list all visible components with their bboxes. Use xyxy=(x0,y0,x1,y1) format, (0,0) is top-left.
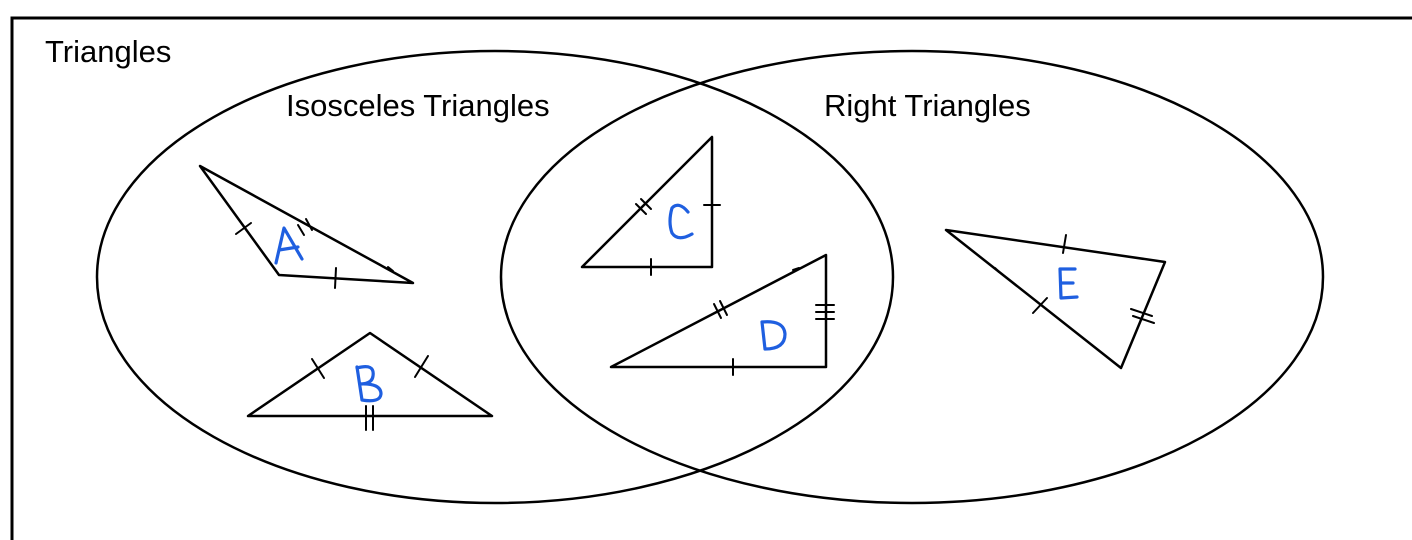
triangle-e-letter xyxy=(1058,267,1079,300)
triangle-d xyxy=(609,253,835,376)
isosceles-set-label: Isosceles Triangles xyxy=(286,88,550,123)
triangle-d-tick xyxy=(792,267,800,271)
triangle-a-tick xyxy=(235,222,252,235)
isosceles-set-ellipse xyxy=(95,49,895,505)
triangle-e-tick xyxy=(1032,297,1048,314)
right-set-label: Right Triangles xyxy=(824,88,1031,123)
triangle-a-letter xyxy=(274,226,304,265)
triangle-d-letter xyxy=(760,320,787,351)
triangle-b-letter xyxy=(355,365,383,403)
right-set-ellipse xyxy=(499,49,1325,505)
triangle-c-shape xyxy=(580,135,714,269)
triangle-a-tick xyxy=(387,266,394,272)
triangle-b-tick xyxy=(311,358,325,379)
triangle-c-tick xyxy=(635,203,647,215)
triangle-d-tick xyxy=(719,300,728,316)
universe-box xyxy=(10,16,1412,540)
triangle-b xyxy=(246,331,494,431)
triangle-e-tick xyxy=(994,267,1000,273)
triangle-d-tick xyxy=(713,303,722,319)
triangle-c-letter xyxy=(668,203,694,240)
triangle-b-shape xyxy=(246,331,494,418)
triangle-e-tick xyxy=(1130,308,1153,317)
triangle-a-tick xyxy=(297,224,305,236)
triangle-a-shape xyxy=(198,164,415,285)
triangle-c xyxy=(580,135,721,276)
triangle-a-tick xyxy=(334,267,337,289)
triangle-c-tick xyxy=(640,198,652,210)
universe-label: Triangles xyxy=(45,34,171,69)
triangle-a xyxy=(198,164,415,289)
triangle-a-tick xyxy=(305,218,313,231)
triangle-e-tick xyxy=(1062,234,1067,254)
triangle-e xyxy=(944,228,1167,370)
triangle-e-tick xyxy=(1132,315,1155,324)
triangle-e-shape xyxy=(944,228,1167,370)
triangle-b-tick xyxy=(414,355,429,378)
